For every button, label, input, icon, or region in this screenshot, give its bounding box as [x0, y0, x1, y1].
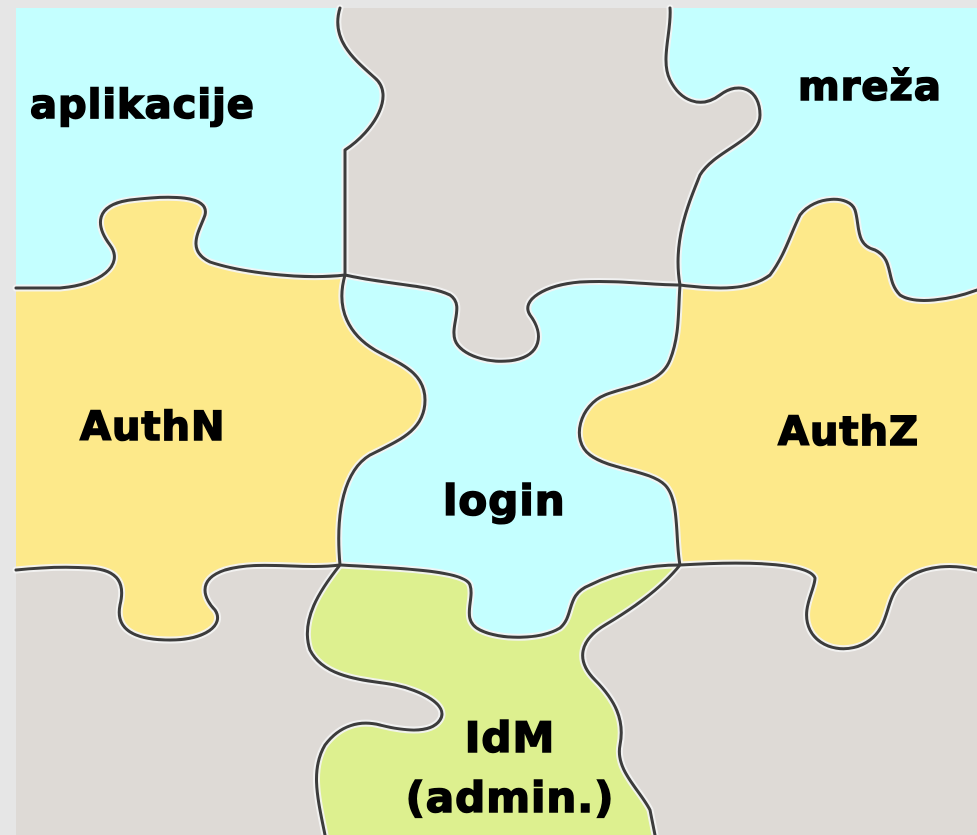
label-authz: AuthZ: [778, 409, 919, 455]
piece-aplikacije: [16, 8, 384, 288]
label-authn: AuthN: [80, 404, 226, 450]
piece-authn: [16, 197, 425, 640]
label-idm: IdM: [465, 713, 556, 762]
puzzle-outlines: [12, 4, 977, 835]
label-idm-admin: (admin.): [406, 773, 615, 822]
label-aplikacije: aplikacije: [30, 82, 255, 128]
piece-login: [338, 275, 680, 638]
piece-mreza: [665, 8, 977, 301]
label-login: login: [443, 476, 566, 525]
piece-idm: [307, 565, 680, 835]
label-mreza: mreža: [798, 64, 942, 110]
